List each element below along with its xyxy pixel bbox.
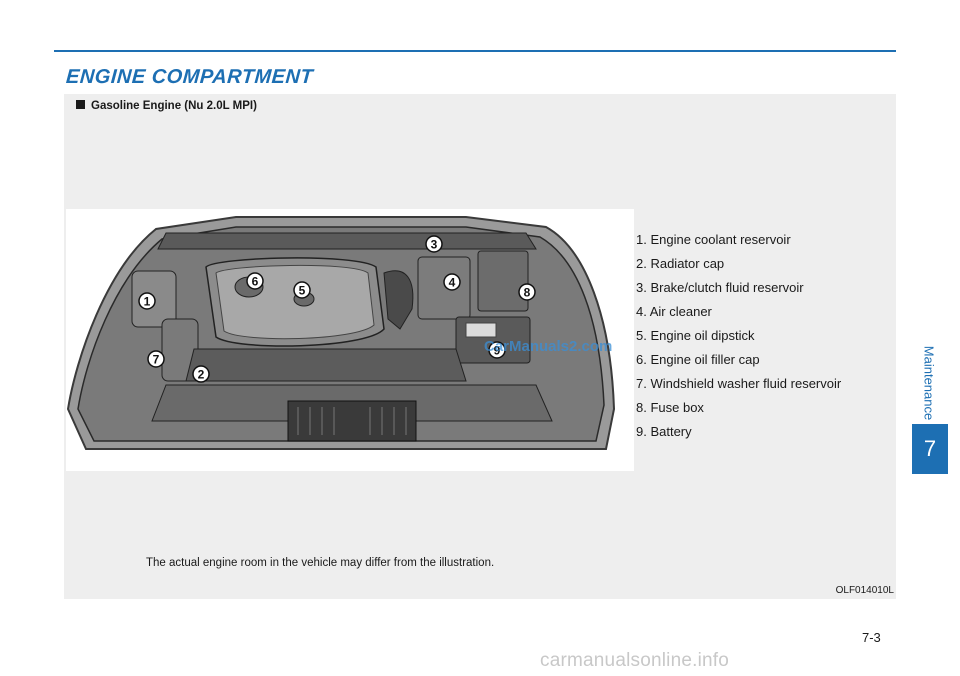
page-title: ENGINE COMPARTMENT: [65, 66, 314, 88]
legend-item: 3. Brake/clutch fluid reservoir: [636, 280, 804, 295]
callout-2: 2: [192, 365, 210, 383]
legend-item: 1. Engine coolant reservoir: [636, 232, 791, 247]
parts-legend: 1. Engine coolant reservoir 2. Radiator …: [636, 228, 841, 444]
footer-watermark: carmanualsonline.info: [540, 650, 730, 671]
figure-caption-text: Gasoline Engine (Nu 2.0L MPI): [91, 100, 257, 112]
legend-item: 7. Windshield washer fluid reservoir: [636, 376, 842, 391]
svg-text:4: 4: [449, 276, 456, 290]
figure-code: OLF014010L: [835, 585, 894, 596]
figure-panel: Gasoline Engine (Nu 2.0L MPI): [64, 94, 896, 599]
legend-item: 9. Battery: [636, 424, 692, 439]
callout-7: 7: [147, 350, 165, 368]
callout-6: 6: [246, 272, 264, 290]
legend-item: 4. Air cleaner: [636, 304, 712, 319]
svg-text:2: 2: [198, 368, 205, 382]
chapter-tab: 7: [912, 424, 948, 474]
callout-9: 9: [488, 341, 506, 359]
watermark-carmanuals: CarManuals2.com: [484, 338, 613, 355]
callout-1: 1: [138, 292, 156, 310]
callout-5: 5: [293, 281, 311, 299]
section-side-label-text: Maintenance: [921, 345, 937, 421]
figure-caption: Gasoline Engine (Nu 2.0L MPI): [76, 100, 257, 112]
callout-4: 4: [443, 273, 461, 291]
square-bullet-icon: [76, 100, 85, 109]
svg-text:9: 9: [494, 344, 501, 358]
svg-text:5: 5: [299, 284, 306, 298]
legend-item: 8. Fuse box: [636, 400, 704, 415]
legend-item: 2. Radiator cap: [636, 256, 725, 271]
legend-item: 5. Engine oil dipstick: [636, 328, 755, 343]
callout-3: 3: [425, 235, 443, 253]
callout-8: 8: [518, 283, 536, 301]
svg-text:6: 6: [252, 275, 259, 289]
legend-item: 6. Engine oil filler cap: [636, 352, 760, 367]
page-number: 7-3: [862, 630, 881, 645]
illustration-note: The actual engine room in the vehicle ma…: [146, 557, 495, 569]
svg-text:3: 3: [431, 238, 438, 252]
svg-text:8: 8: [524, 286, 531, 300]
engine-bay-drawing: 1 2 3 4 5 6 7 8 9: [66, 216, 616, 450]
svg-text:7: 7: [153, 353, 160, 367]
svg-text:1: 1: [144, 295, 151, 309]
header-rule: [54, 50, 896, 52]
section-side-label: Maintenance: [917, 338, 941, 428]
engine-illustration: 1 2 3 4 5 6 7 8 9: [66, 209, 634, 471]
